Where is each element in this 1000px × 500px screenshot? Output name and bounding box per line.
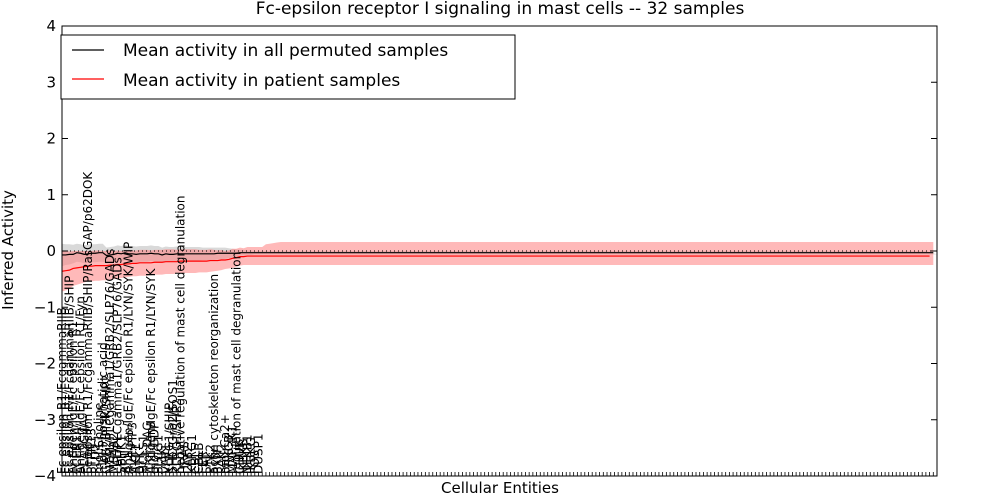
y-tick-label: 0 (46, 242, 56, 260)
y-axis-label: Inferred Activity (0, 190, 17, 310)
x-category-label: actin cytoskeleton reorganization (207, 274, 221, 474)
x-category-label: PRKCB (222, 435, 236, 474)
x-category-label: NFKB1 (240, 434, 254, 474)
x-category-label: AKT1 (129, 444, 143, 474)
y-tick-label: 3 (46, 73, 56, 91)
x-category-label: mol:DAG (140, 421, 154, 474)
y-tick-label: 1 (46, 186, 56, 204)
x-category-label: BTK (133, 449, 147, 474)
x-category-label: LAT2 (181, 445, 195, 474)
x-category-label: AP1 (118, 451, 132, 474)
x-category-label: FOS (248, 450, 262, 474)
x-category-label: Fc epsilon R1/FcgammaRIIB/SHIP/RasGAP/p6… (81, 171, 95, 474)
x-category-label: SPHK1 (114, 435, 128, 474)
x-category-label: mol:Ca2+ (218, 414, 232, 474)
x-category-label: PAK2 (214, 444, 228, 474)
chart-title: Fc-epsilon receptor I signaling in mast … (256, 0, 745, 19)
x-category-label: GAB2/PI3K/SHP2 (99, 375, 113, 474)
x-category-label: HRAS (177, 441, 191, 474)
y-tick-label: 4 (46, 17, 56, 35)
x-category-label: Antigen/IgE/Fc epsilon R1/LYN/SYK/WIP (122, 242, 136, 474)
line-series-1 (61, 255, 930, 272)
x-category-label: KLRG1/SHP2 (170, 399, 184, 474)
y-tick-label: −1 (34, 298, 56, 316)
x-category-label: IKBKG (244, 437, 258, 474)
line-series-0 (62, 252, 934, 257)
legend: Mean activity in all permuted samples Me… (60, 34, 516, 100)
x-category-label: Fc epsilon R1 (59, 394, 73, 474)
x-category-label: FER (196, 451, 210, 474)
x-category-label: CBL (188, 450, 202, 474)
x-category-label: MS4A2 (107, 433, 121, 474)
x-category-label: PI3K (155, 447, 169, 474)
x-category-label: LAT/PLCgamma1/GRB2/SLP76/GADs (111, 257, 125, 474)
x-category-label: KLRG1/SHIP (163, 403, 177, 474)
x-category-label: PTPN13 (85, 428, 99, 474)
x-category-label: Antigen/IgE/Fc epsilon R1 (66, 321, 80, 474)
x-category-label: LAT (200, 452, 214, 474)
x-category-label: HCLS1 (137, 435, 151, 474)
x-category-label: mol:GDP (148, 422, 162, 474)
x-category-label: NTAL/PLCgamma1/GRB2/SLP76/GADs (103, 249, 117, 474)
x-category-label: PTK2 (203, 444, 217, 474)
x-category-label: PLD2 (88, 443, 102, 474)
legend-label-patient: Mean activity in patient samples (123, 71, 400, 91)
series-lines (61, 252, 934, 272)
y-tick-label: −4 (34, 467, 56, 485)
y-axis: −4 −3 −2 −1 0 1 2 3 4 (34, 17, 937, 485)
x-category-label: Fc epsilon R1/FcgammaRIIB/SHIP (62, 276, 76, 474)
x-category-label: KLRG1 (185, 434, 199, 474)
y-tick-label: −2 (34, 355, 56, 373)
x-category-label: PLCG1 (151, 435, 165, 474)
x-category-label: mol:PIP3 (125, 422, 139, 474)
x-category-label: mol:Choline (92, 403, 106, 474)
x-category-label: Antigen/IgE/Fc epsilon R1/Fyn (74, 296, 88, 474)
x-category-label: DUSP1 (252, 433, 266, 474)
x-category-label: VAV1 (159, 443, 173, 474)
x-category-label: CBLB (192, 442, 206, 474)
legend-label-permuted: Mean activity in all permuted samples (123, 41, 448, 61)
x-category-label: SHC/Grb2/SOS1 (166, 379, 180, 474)
x-category-label: regulation of mast cell degranulation (229, 252, 243, 474)
y-tick-label: −3 (34, 411, 56, 429)
x-category-label: mol:Phosphatidic acid (96, 342, 110, 474)
x-category-label: PLA2G4A (77, 418, 91, 474)
x-category-label: PXN (211, 450, 225, 474)
legend-box (60, 34, 516, 100)
x-category-label: negative regulation of mast cell degranu… (174, 195, 188, 474)
x-category-label: FCER1A (70, 426, 84, 474)
x-category-label: IKBKB (237, 438, 251, 474)
x-axis-label: Cellular Entities (441, 479, 559, 497)
x-category-label: Fc epsilon R1/FcgammaRIIB (55, 307, 69, 474)
confidence-bands (62, 242, 937, 292)
x-category-label: Antigen/IgE/Fc epsilon R1/LYN/SYK (144, 267, 158, 474)
y-tick-label: 2 (46, 130, 56, 148)
band-series-1 (62, 242, 934, 292)
x-category-label: MAP3K1 (226, 425, 240, 474)
x-category-label: CHUK (233, 439, 247, 474)
